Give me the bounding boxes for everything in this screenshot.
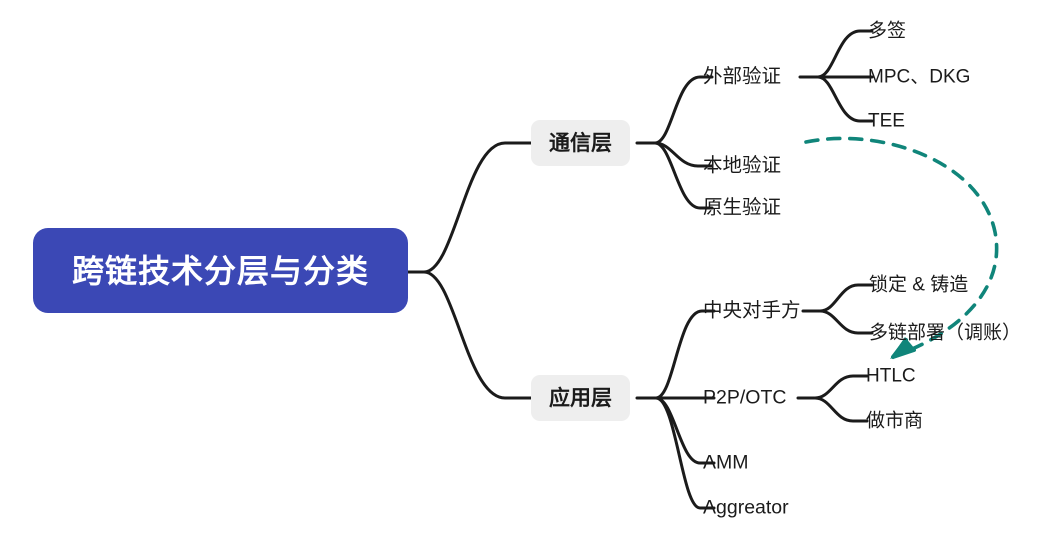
branch-node-communication-layer[interactable]: 通信层 (531, 120, 630, 166)
branch-node-application-layer[interactable]: 应用层 (531, 375, 630, 421)
edge-central-to-lock-and-mint (818, 283, 874, 313)
node-amm[interactable]: AMM (703, 451, 749, 474)
edge-communication-to-external-verification (653, 75, 714, 145)
teal-dashed-arrow-head-fill (890, 337, 915, 359)
node-aggreator[interactable]: Aggreator (703, 496, 789, 519)
node-p2p-otc[interactable]: P2P/OTC (703, 386, 787, 409)
edge-application-to-central-counterparty (654, 309, 716, 400)
node-tee[interactable]: TEE (868, 110, 905, 132)
edge-central-to-multichain-deploy (818, 309, 874, 335)
edge-communication-to-native-verification (653, 141, 714, 210)
edge-root-to-application-layer (422, 270, 533, 400)
node-local-verification[interactable]: 本地验证 (703, 154, 782, 177)
node-central-counterparty[interactable]: 中央对手方 (703, 299, 801, 322)
node-native-verification[interactable]: 原生验证 (703, 196, 782, 219)
node-multichain-deploy[interactable]: 多链部署（调账） (869, 322, 1022, 344)
edge-p2p-to-htlc (813, 374, 869, 400)
node-market-maker[interactable]: 做市商 (866, 410, 924, 432)
edge-p2p-to-market-maker (813, 396, 869, 423)
node-htlc[interactable]: HTLC (866, 365, 916, 387)
root-node[interactable]: 跨链技术分层与分类 (33, 228, 408, 313)
edge-application-to-aggreator (654, 396, 716, 510)
edge-external-to-tee (816, 75, 874, 123)
node-mpc-dkg[interactable]: MPC、DKG (868, 66, 971, 88)
teal-dashed-arrow (804, 136, 999, 359)
edge-external-to-multisig (816, 29, 874, 79)
teal-dashed-arrow-path (804, 136, 999, 354)
node-multisig[interactable]: 多签 (868, 20, 907, 42)
edge-root-to-communication-layer (422, 141, 533, 274)
node-lock-and-mint[interactable]: 锁定 & 铸造 (869, 274, 969, 296)
node-external-verification[interactable]: 外部验证 (703, 65, 782, 88)
